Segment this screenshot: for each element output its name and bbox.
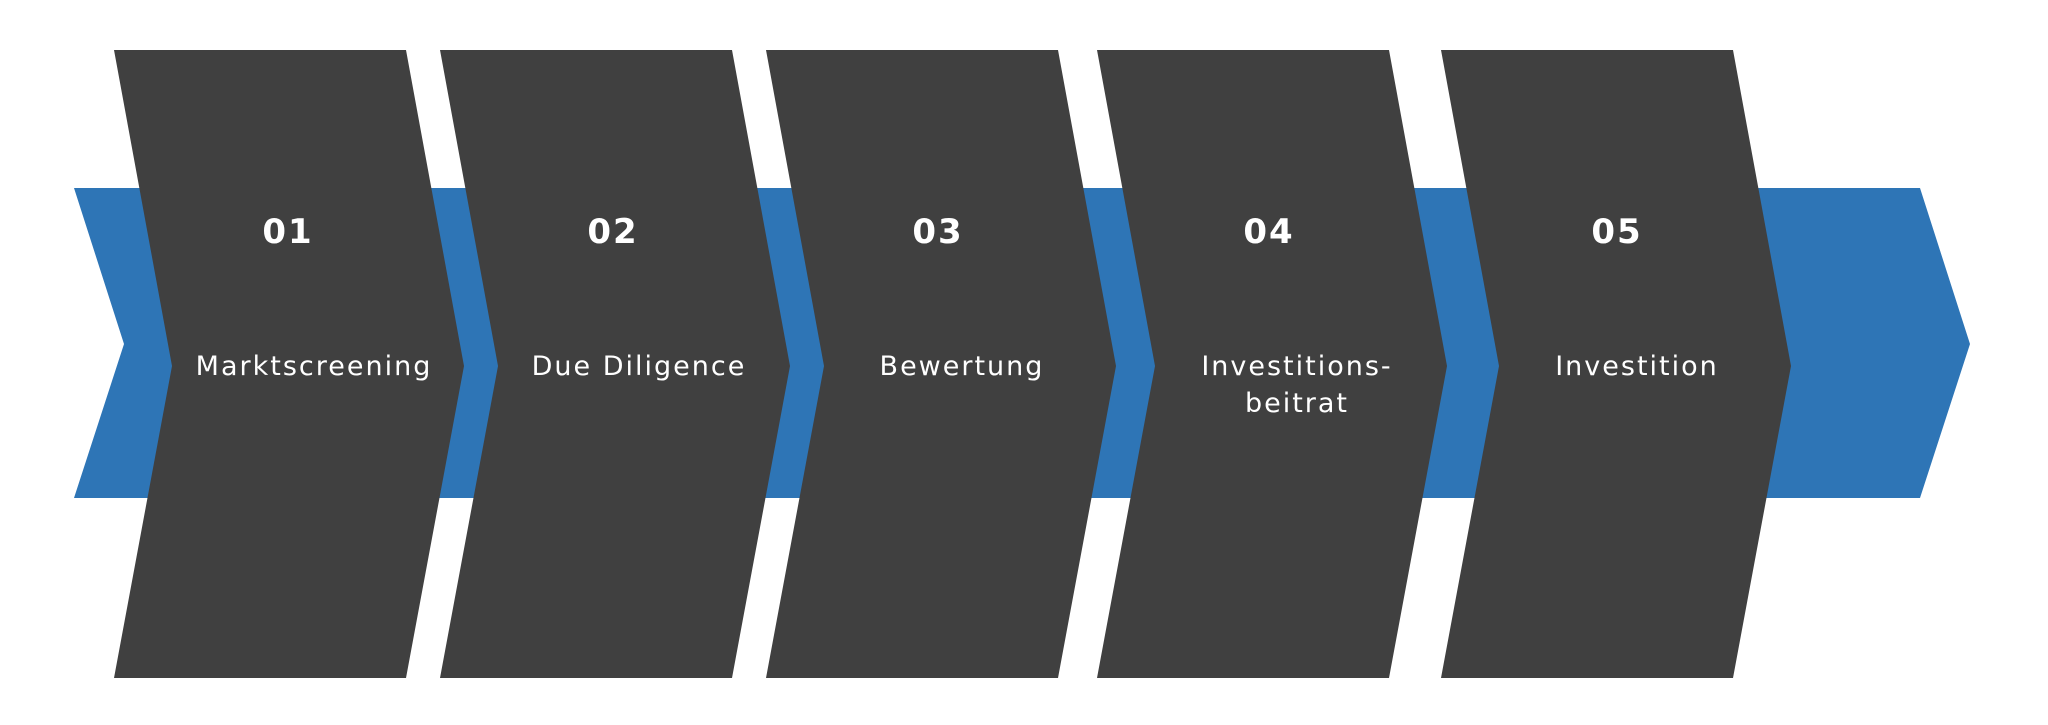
step-05-number: 05 bbox=[1591, 212, 1643, 252]
step-04-label: Investitions- beitrat bbox=[1201, 351, 1393, 419]
step-03-label: Bewertung bbox=[879, 351, 1045, 382]
step-04-chevron bbox=[1097, 50, 1447, 678]
step-02-chevron bbox=[440, 50, 790, 678]
step-02-label: Due Diligence bbox=[531, 351, 747, 382]
step-03-chevron bbox=[766, 50, 1116, 678]
step-01-label: Marktscreening bbox=[195, 351, 433, 382]
step-05-label: Investition bbox=[1555, 351, 1719, 382]
chevron-group bbox=[114, 50, 1791, 678]
step-03-number: 03 bbox=[912, 212, 964, 252]
step-01-chevron bbox=[114, 50, 464, 678]
step-02-number: 02 bbox=[587, 212, 639, 252]
step-04-number: 04 bbox=[1243, 212, 1295, 252]
step-05-chevron bbox=[1441, 50, 1791, 678]
step-01-number: 01 bbox=[262, 212, 314, 252]
